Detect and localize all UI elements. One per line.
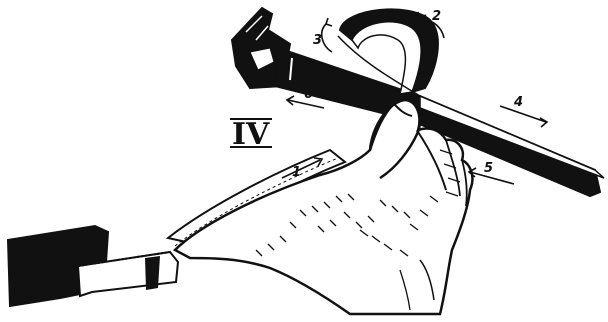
arrow-4 bbox=[500, 106, 547, 127]
tie-wide-end-left bbox=[8, 226, 178, 306]
step-label-3: 3 bbox=[313, 33, 322, 48]
step-label-6: 6 bbox=[304, 87, 313, 102]
step-label-4: 4 bbox=[513, 95, 523, 110]
arrow-3 bbox=[322, 18, 332, 52]
step-label-2: 2 bbox=[432, 9, 441, 24]
step-label-5: 5 bbox=[484, 161, 493, 176]
step-label-1: 1 bbox=[292, 165, 301, 180]
